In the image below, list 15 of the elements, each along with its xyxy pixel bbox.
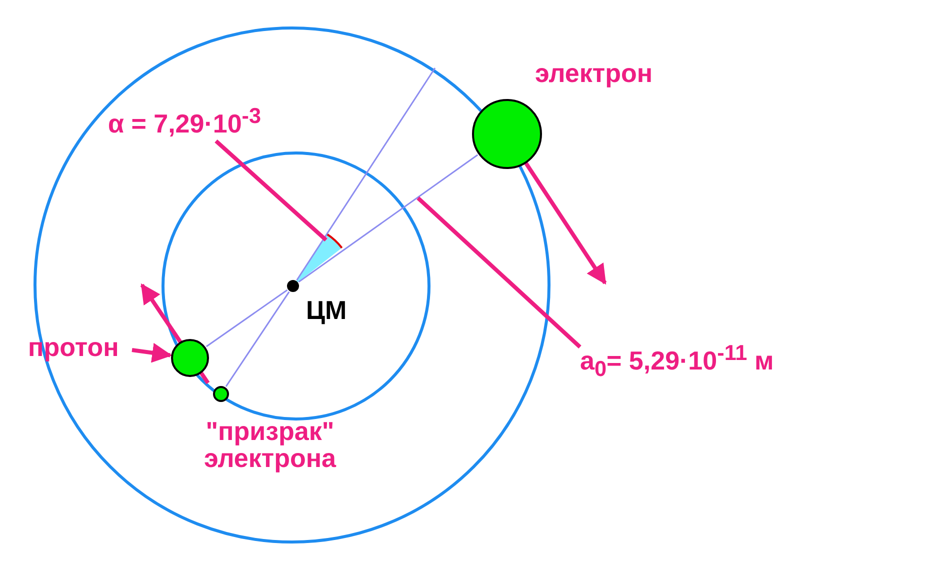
leader-line: [416, 196, 582, 348]
radius-line: [296, 68, 436, 281]
radius-line: [298, 154, 478, 283]
center-of-mass-dot: [287, 280, 299, 292]
leader-line: [214, 140, 328, 242]
proton-circle: [171, 339, 209, 377]
electron-label: электрон: [535, 60, 653, 88]
ghost-circle: [213, 386, 229, 402]
leader-arrow: [132, 342, 172, 363]
ghost-label: "призрак" электрона: [202, 418, 338, 473]
bohr-radius-label: a$_{0}$= 5,29·10$^{-11}$ м: [580, 342, 774, 381]
fine-structure-constant-label: α = 7,29·10$^{-3}$: [108, 105, 262, 138]
radius-line: [206, 289, 288, 348]
radius-line: [225, 291, 290, 387]
center-of-mass-label: ЦМ: [306, 297, 347, 324]
